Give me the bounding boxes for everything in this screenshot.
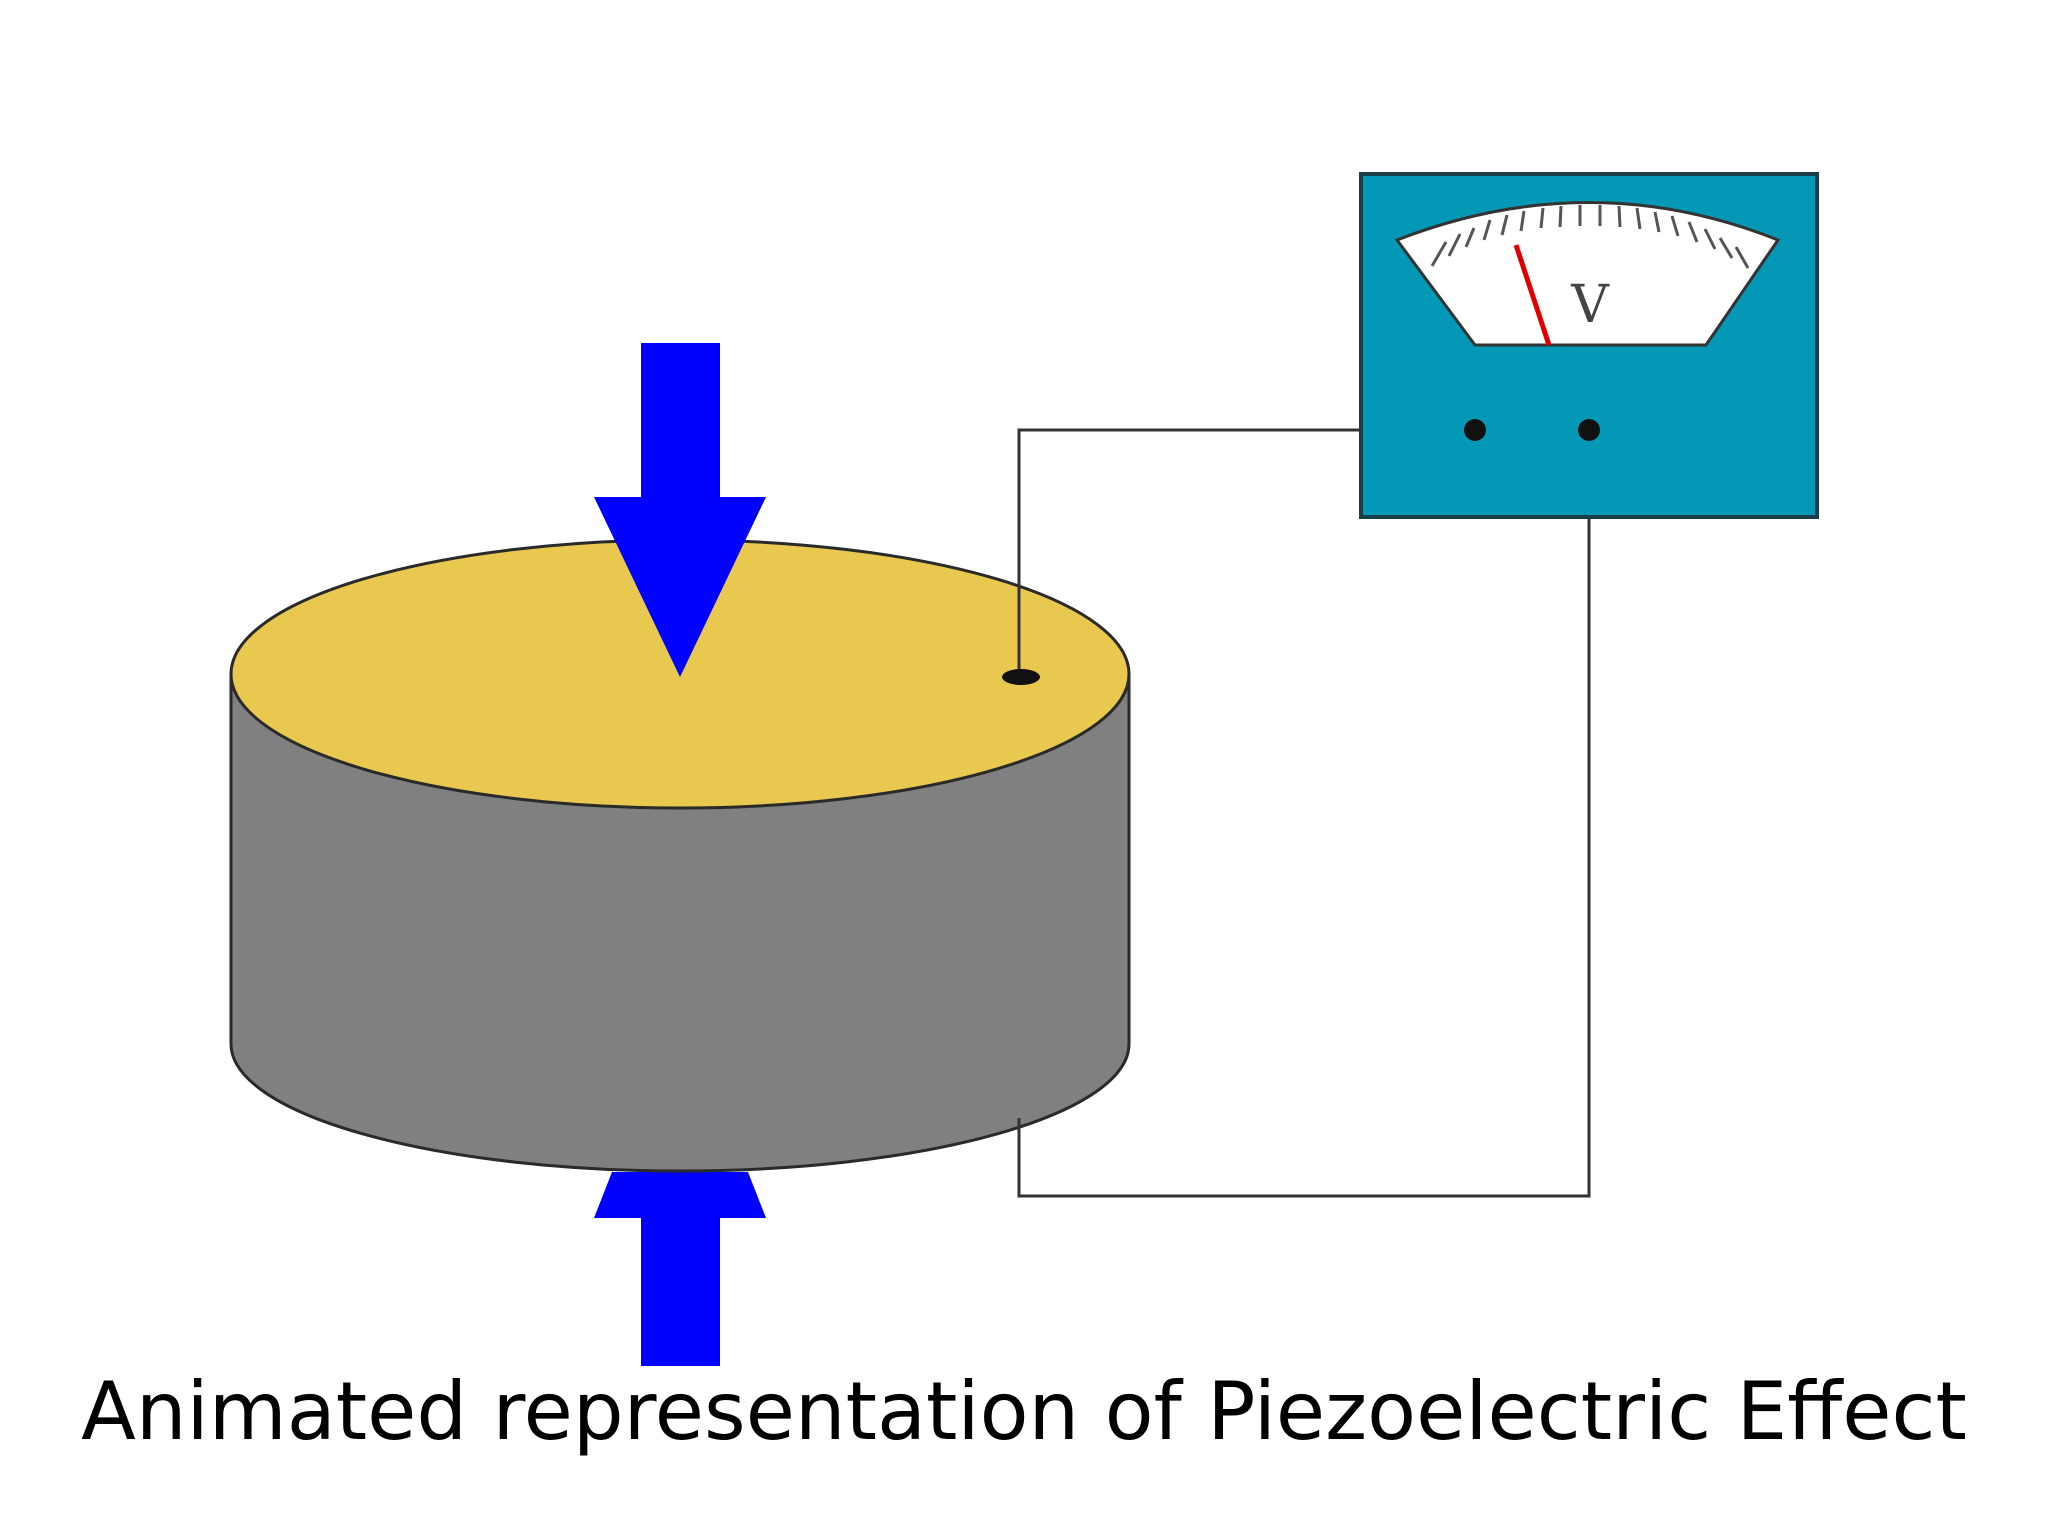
voltmeter-unit-label: V — [1570, 275, 1610, 335]
top-arrow-shaft — [641, 343, 720, 503]
voltmeter: V — [1359, 172, 1819, 519]
voltmeter-scale-ticks — [1430, 205, 1750, 269]
voltmeter-terminal-right — [1578, 419, 1600, 441]
circuit-wires — [1017, 428, 1591, 1198]
crystal-body — [229, 672, 1131, 1173]
voltmeter-dial-face — [1394, 201, 1781, 347]
top-force-arrow — [594, 343, 766, 677]
bottom-arrow-shaft — [641, 1210, 720, 1366]
diagram-caption: Animated representation of Piezoelectric… — [81, 1365, 1967, 1458]
wire-top-electrode-to-meter — [1017, 428, 1475, 677]
voltmeter-needle — [1513, 244, 1552, 346]
bottom-force-arrow — [594, 1172, 766, 1366]
voltmeter-terminal-left — [1464, 419, 1486, 441]
wire-bottom-to-meter — [1017, 430, 1591, 1198]
top-electrode-contact — [1002, 669, 1040, 685]
top-arrow-head — [594, 497, 766, 677]
bottom-arrow-head — [594, 1172, 766, 1218]
